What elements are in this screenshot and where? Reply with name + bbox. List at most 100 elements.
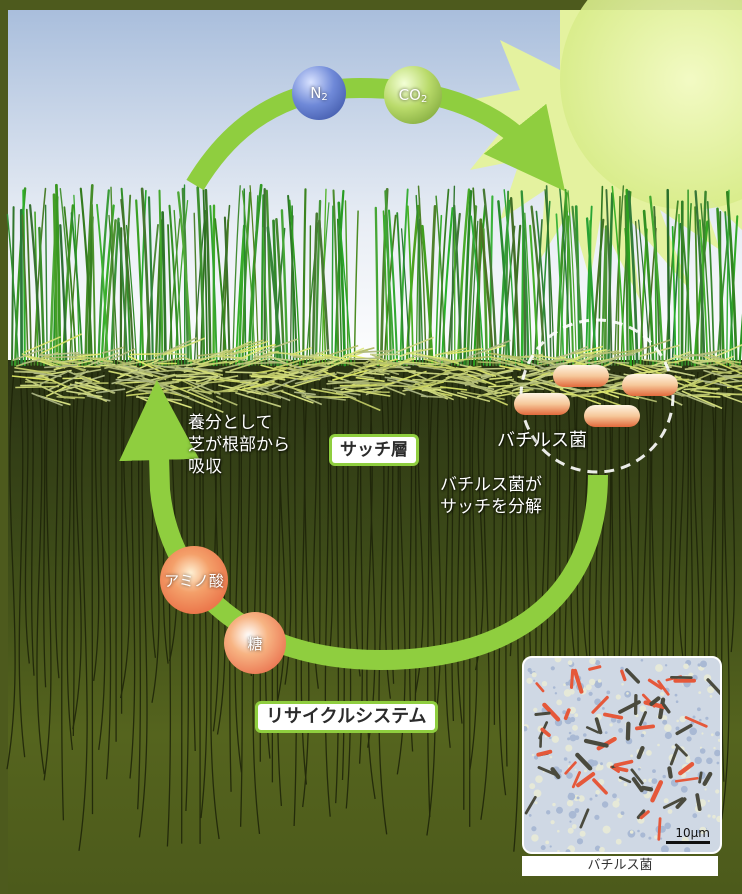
thatch-straw [24, 336, 61, 354]
micrograph-speck [640, 733, 645, 738]
micrograph-bacterium [569, 668, 575, 689]
micrograph-speck [557, 829, 560, 833]
micrograph-speck [629, 830, 634, 834]
micrograph-bacterium [571, 771, 581, 789]
thatch-straw [485, 352, 521, 359]
micrograph-speck [563, 757, 568, 761]
micrograph-speck [686, 736, 692, 742]
grass-blade [529, 224, 540, 367]
micrograph-speck [576, 697, 581, 702]
micrograph-speck [698, 691, 702, 694]
micrograph-speck [584, 769, 587, 773]
grass-root [367, 371, 376, 748]
thatch-straw [387, 379, 413, 387]
micrograph-speck [595, 789, 600, 795]
thatch-straw [235, 391, 282, 408]
micrograph-speck [533, 679, 536, 682]
thatch-straw [215, 395, 238, 406]
micrograph-speck [706, 757, 713, 765]
micrograph-speck [549, 845, 552, 848]
thatch-straw [407, 368, 453, 389]
thatch-straw [671, 378, 702, 394]
micrograph-speck [548, 736, 552, 740]
thatch-straw [429, 373, 459, 388]
micrograph-speck [615, 838, 622, 845]
grass-blade [706, 201, 715, 366]
micrograph-speck [531, 834, 539, 842]
micrograph-speck [648, 836, 652, 840]
micrograph-speck [618, 728, 623, 733]
thatch-straw [458, 376, 498, 397]
thatch-straw [390, 375, 430, 386]
thatch-straw [368, 362, 398, 365]
micrograph-bacterium [613, 759, 634, 767]
thatch-straw [119, 366, 161, 376]
thatch-straw [288, 359, 336, 375]
micrograph-speck [565, 849, 571, 852]
micrograph-speck [533, 789, 542, 798]
micrograph-bacterium [636, 809, 646, 820]
grass-root [293, 371, 297, 827]
thatch-straw [275, 365, 315, 373]
grass-blade [177, 191, 193, 367]
grass-root [61, 371, 65, 821]
grass-blade [193, 212, 199, 366]
thatch-straw [311, 354, 337, 361]
grass-root [354, 371, 361, 677]
thatch-straw [301, 395, 323, 406]
grass-blade [716, 207, 725, 367]
micrograph-speck [661, 715, 668, 721]
grass-blade [196, 186, 206, 367]
grass-root [229, 371, 232, 792]
micrograph-speck [589, 658, 596, 665]
micrograph-speck [689, 727, 697, 736]
grass-blade [533, 218, 543, 366]
grass-root [345, 371, 352, 809]
carbon-dioxide-molecule-ball: CO2 [384, 66, 442, 124]
micrograph-speck [699, 748, 706, 754]
micrograph-speck [697, 663, 701, 667]
thatch-straw [575, 345, 604, 355]
micrograph-speck [533, 707, 538, 713]
micrograph-speck [692, 715, 696, 719]
grass-blade [545, 185, 552, 366]
micrograph-speck [664, 731, 672, 740]
grass-blade [400, 228, 411, 366]
grass-root [678, 371, 687, 678]
micrograph-speck [576, 796, 580, 800]
grass-blade [427, 205, 437, 367]
grass-blade [52, 193, 59, 367]
grass-blade [91, 203, 97, 366]
thatch-straw [101, 346, 125, 354]
thatch-straw [39, 370, 68, 385]
thatch-straw [421, 388, 442, 392]
grass-root [721, 371, 730, 820]
grass-blade [280, 209, 289, 367]
micrograph-bacterium [625, 721, 631, 741]
micrograph-speck [527, 667, 532, 673]
grass-blade [96, 203, 109, 366]
grass-blade [634, 221, 645, 366]
thatch-straw [412, 378, 459, 383]
micrograph-speck [531, 753, 535, 757]
grass-blade [463, 190, 473, 367]
thatch-straw [356, 349, 393, 354]
thatch-straw [364, 368, 390, 375]
thatch-straw [559, 388, 602, 405]
thatch-straw [355, 376, 385, 383]
micrograph-bacterium [583, 738, 609, 748]
grass-blade [21, 214, 29, 366]
micrograph-speck [549, 755, 553, 759]
grass-blade [387, 209, 399, 367]
thatch-straw [294, 391, 316, 396]
thatch-straw [722, 394, 742, 404]
micrograph-bacterium [695, 793, 702, 812]
grass-blade [63, 206, 77, 366]
grass-blade [55, 183, 62, 367]
thatch-straw [440, 386, 468, 391]
thatch-straw [684, 384, 709, 389]
grass-blade [693, 220, 709, 367]
bacillus-micrograph: 10μm [522, 656, 722, 854]
grass-blade [232, 185, 241, 366]
grass-blade [671, 225, 677, 366]
